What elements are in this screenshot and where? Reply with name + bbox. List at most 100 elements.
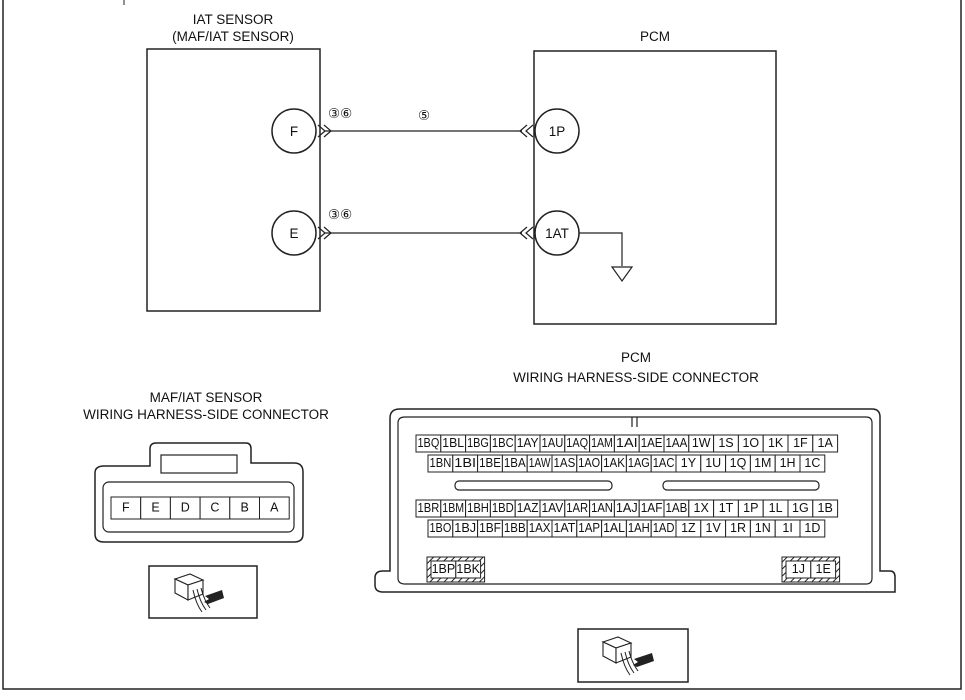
pcm-connector-rail-left	[454, 480, 613, 491]
pcm-pin-1ak-label: 1AK	[603, 456, 625, 470]
maf-connector-view-icon	[148, 565, 258, 619]
connector-mark-e	[317, 226, 332, 240]
pcm-pin-1u-label: 1U	[705, 456, 721, 470]
maf-connector-title-line1: MAF/IAT SENSOR	[150, 390, 263, 405]
maf-pin-c-label: C	[210, 501, 219, 515]
pcm-pin-1c-label: 1C	[804, 456, 820, 470]
pin-1p-label: 1P	[549, 124, 566, 139]
pcm-pin-1ae-label: 1AE	[641, 436, 663, 450]
pcm-pin-1k-label: 1K	[768, 436, 784, 450]
maf-pin-a-cell	[259, 496, 290, 520]
pcm-pin-1bf-label: 1BF	[479, 521, 501, 535]
pcm-pin-1z-label: 1Z	[681, 521, 696, 535]
pcm-pin-1e-cell	[810, 560, 837, 579]
pcm-pin-1i-label: 1I	[782, 521, 792, 535]
pcm-pin-1as-label: 1AS	[554, 456, 576, 470]
pcm-pin-1b-cell	[812, 499, 839, 518]
maf-connector-body	[94, 442, 304, 543]
pcm-connector-rail-right	[662, 480, 820, 491]
pcm-pin-1av-label: 1AV	[542, 501, 564, 515]
maf-connector-inner	[102, 481, 295, 533]
pcm-pin-1bo-label: 1BO	[430, 521, 452, 535]
pcm-connector-title-line1: PCM	[621, 350, 651, 365]
pcm-connector-title-line2: WIRING HARNESS-SIDE CONNECTOR	[513, 370, 759, 385]
pcm-pin-1b-label: 1B	[818, 501, 833, 515]
pcm-pin-1f-label: 1F	[793, 436, 808, 450]
pcm-pin-1ay-label: 1AY	[517, 436, 539, 450]
pcm-pin-1bd-label: 1BD	[492, 501, 514, 515]
pcm-box	[533, 50, 777, 325]
pcm-pin-1r-label: 1R	[730, 521, 746, 535]
ground-symbol-icon	[610, 266, 634, 283]
ground-wire	[579, 232, 623, 266]
pcm-pin-1ac-label: 1AC	[653, 456, 675, 470]
pcm-pin-1l-label: 1L	[769, 501, 783, 515]
pcm-pin-1au-label: 1AU	[542, 436, 564, 450]
pcm-pin-1j-label: 1J	[792, 562, 805, 576]
connector-mark-1at	[519, 226, 534, 240]
pcm-pin-1an-label: 1AN	[591, 501, 613, 515]
connector-mark-1p	[519, 124, 534, 138]
pcm-pin-1y-label: 1Y	[681, 456, 697, 470]
pcm-pin-1bc-label: 1BC	[492, 436, 514, 450]
pcm-pin-1at-label: 1AT	[554, 521, 576, 535]
pcm-connector-inner-body	[397, 416, 873, 585]
pcm-pin-1d-label: 1D	[804, 521, 820, 535]
pcm-pin-1aj-label: 1AJ	[616, 501, 638, 515]
pcm-pin-1p-label: 1P	[743, 501, 758, 515]
pcm-pin-1aa-label: 1AA	[666, 436, 688, 450]
pcm-pin-1w-label: 1W	[692, 436, 711, 450]
pcm-pin-1ba-label: 1BA	[504, 456, 526, 470]
pcm-pin-1h-label: 1H	[780, 456, 796, 470]
pcm-pin-1bm-label: 1BM	[442, 501, 464, 515]
pcm-pin-1bi-label: 1BI	[454, 456, 476, 470]
pcm-pin-1s-label: 1S	[718, 436, 733, 450]
pin-e-circle	[271, 210, 317, 256]
pcm-pin-1ao-label: 1AO	[578, 456, 600, 470]
pcm-pin-1x-label: 1X	[694, 501, 710, 515]
pcm-pin-1n-label: 1N	[755, 521, 771, 535]
pcm-pin-1ap-label: 1AP	[578, 521, 600, 535]
pin-1p-circle	[534, 108, 580, 154]
pcm-connector-key	[631, 417, 638, 427]
pcm-pin-1ag-label: 1AG	[628, 456, 650, 470]
maf-connector-latch	[160, 454, 238, 474]
pcm-pin-1v-label: 1V	[706, 521, 722, 535]
pin-1at-label: 1AT	[545, 226, 569, 241]
wire-top-left-label: ③⑥	[328, 106, 352, 121]
pcm-pin-1m-label: 1M	[754, 456, 771, 470]
pcm-pin-1g-label: 1G	[792, 501, 809, 515]
pcm-connector-outer-body	[374, 408, 896, 593]
pcm-pin-1e-label: 1E	[816, 562, 831, 576]
pcm-pin-1ar-label: 1AR	[566, 501, 588, 515]
pin-f-circle	[271, 108, 317, 154]
pcm-pin-1aw-label: 1AW	[529, 456, 551, 470]
pcm-pin-1o-label: 1O	[742, 436, 759, 450]
pcm-pin-1bb-label: 1BB	[504, 521, 526, 535]
maf-connector-title-line2: WIRING HARNESS-SIDE CONNECTOR	[83, 407, 329, 422]
pcm-pin-1bj-label: 1BJ	[454, 521, 476, 535]
pcm-pin-1ab-label: 1AB	[666, 501, 688, 515]
wire-top-mid-label: ⑤	[418, 108, 430, 123]
wire-bottom-left-label: ③⑥	[328, 207, 352, 222]
pcm-pin-1be-label: 1BE	[479, 456, 501, 470]
pcm-pin-1al-label: 1AL	[603, 521, 625, 535]
pcm-pin-1bg-label: 1BG	[467, 436, 489, 450]
pcm-pin-1bh-label: 1BH	[467, 501, 489, 515]
pcm-pin-1bq-label: 1BQ	[418, 436, 440, 450]
pcm-pin-1bn-label: 1BN	[430, 456, 452, 470]
pcm-pin-1bk-label: 1BK	[456, 562, 480, 576]
pcm-pin-1d-cell	[799, 519, 826, 538]
maf-pin-a-label: A	[270, 501, 279, 515]
pcm-pin-1ax-label: 1AX	[529, 521, 551, 535]
pcm-pin-1am-label: 1AM	[591, 436, 613, 450]
connector-mark-f	[317, 124, 332, 138]
pcm-pin-1q-label: 1Q	[730, 456, 747, 470]
maf-pin-d-label: D	[181, 501, 190, 515]
pcm-pin-1ad-label: 1AD	[653, 521, 675, 535]
pcm-pin-1bl-label: 1BL	[442, 436, 464, 450]
